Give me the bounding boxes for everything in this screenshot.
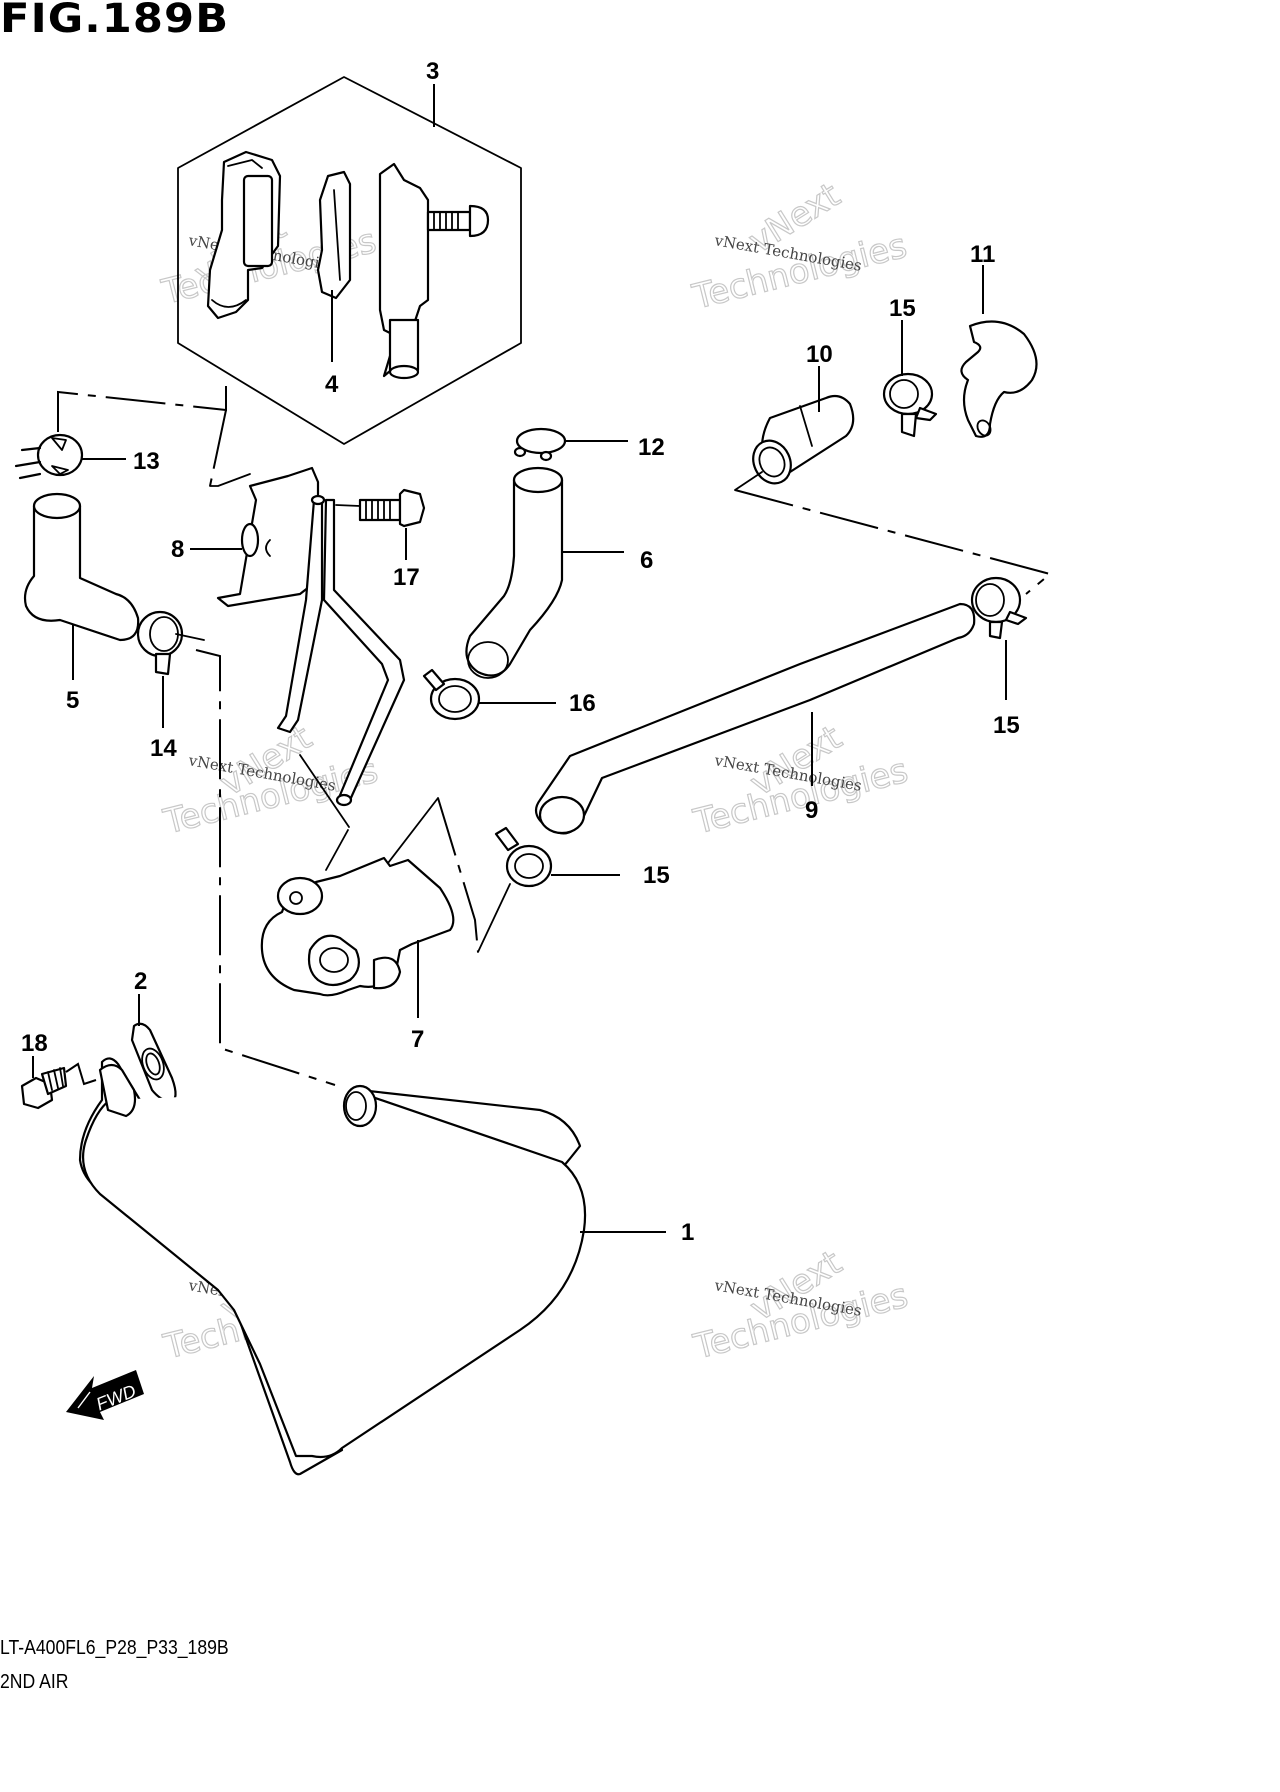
- callout-4: 4: [325, 371, 339, 398]
- bracket: [190, 409, 320, 608]
- callout-9: 9: [805, 797, 818, 824]
- callout-7: 7: [411, 1026, 424, 1053]
- hose-9: [534, 602, 976, 835]
- callout-15-top: 15: [889, 295, 916, 322]
- clamp-holder: [960, 265, 1038, 438]
- callout-18: 18: [21, 1030, 48, 1057]
- reed-valve-case: [378, 162, 430, 380]
- reed-valve-assembly-boundary: [177, 76, 522, 445]
- air-pipe: [276, 494, 406, 807]
- watermark-top-right: vNext Technologies vNext Technologies: [688, 174, 912, 318]
- callout-5: 5: [66, 687, 79, 714]
- reed-valve-cover: [206, 150, 282, 320]
- clamp-top-15: [882, 320, 938, 438]
- hose-5: [23, 492, 140, 680]
- callout-15-right: 15: [993, 712, 1020, 739]
- callout-17: 17: [393, 564, 420, 591]
- callout-12: 12: [638, 434, 665, 461]
- forward-arrow-icon: FWD: [66, 1370, 144, 1420]
- clamp-14: [136, 610, 336, 1086]
- callout-1: 1: [681, 1219, 694, 1246]
- joint: [734, 366, 855, 491]
- clamp-13: [14, 386, 227, 480]
- watermark-mid-right: vNext Technologies vNext Technologies: [689, 717, 913, 843]
- callout-6: 6: [640, 547, 653, 574]
- clamp-right-15: [970, 576, 1028, 700]
- clip: [513, 427, 628, 462]
- watermark-bottom-right: vNext Technologies vNext Technologies: [689, 1242, 913, 1368]
- reed-valve: [316, 170, 352, 362]
- gasket: [130, 994, 177, 1104]
- figure-title: FIG.189B: [0, 0, 230, 42]
- clamp-16: [422, 668, 556, 721]
- callout-14: 14: [150, 735, 177, 762]
- drawing-code: LT-A400FL6_P28_P33_189B: [0, 1637, 229, 1659]
- hose-6: [465, 466, 624, 679]
- callout-3: 3: [426, 58, 439, 85]
- section-name: 2ND AIR: [0, 1671, 69, 1693]
- reed-valve-screw: [426, 204, 490, 238]
- callout-8: 8: [171, 536, 184, 563]
- callout-11: 11: [970, 241, 995, 268]
- callout-16: 16: [569, 690, 596, 717]
- pair-valve: [260, 754, 479, 1018]
- callout-15-mid: 15: [643, 862, 670, 889]
- clamp-mid-15: [477, 826, 620, 953]
- callout-13: 13: [133, 448, 160, 475]
- callout-2: 2: [134, 968, 147, 995]
- bolt-17: [335, 488, 426, 560]
- callout-10: 10: [806, 341, 833, 368]
- hose-1: [78, 1057, 666, 1476]
- bolt-18: [20, 1056, 97, 1110]
- guide-line-joint: [734, 489, 1053, 595]
